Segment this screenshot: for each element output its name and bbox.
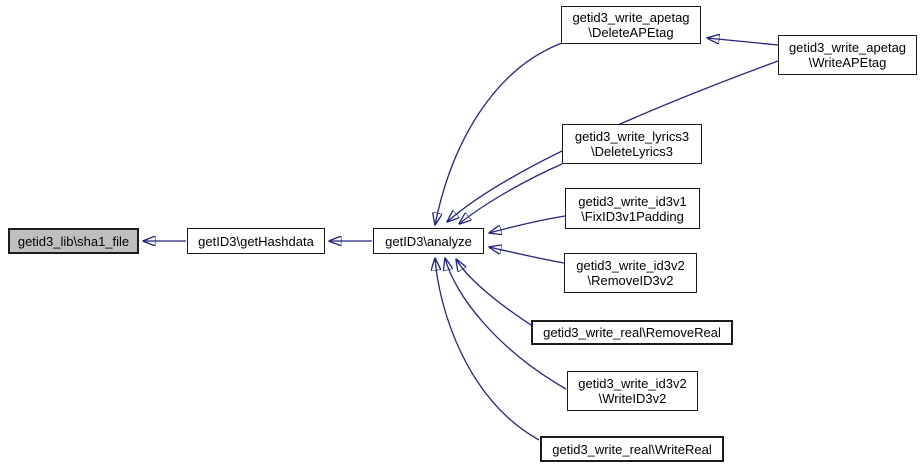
node-getid3-gethashdata[interactable]: getID3\getHashdata xyxy=(187,228,325,254)
edge-removereal-to-analyze xyxy=(456,259,532,326)
node-getid3-analyze[interactable]: getID3\analyze xyxy=(373,228,484,254)
node-getid3-write-real-removereal[interactable]: getid3_write_real\RemoveReal xyxy=(531,320,733,345)
node-getid3-write-real-writereal[interactable]: getid3_write_real\WriteReal xyxy=(540,436,724,462)
node-getid3-write-id3v1-fixid3v1padding[interactable]: getid3_write_id3v1 \FixID3v1Padding xyxy=(565,188,700,229)
node-getid3-write-apetag-deleteapetag[interactable]: getid3_write_apetag \DeleteAPEtag xyxy=(561,6,701,44)
node-getid3-write-apetag-writeapetag[interactable]: getid3_write_apetag \WriteAPEtag xyxy=(778,35,917,75)
node-getid3-write-id3v2-writeid3v2[interactable]: getid3_write_id3v2 \WriteID3v2 xyxy=(567,371,698,411)
edge-removeid3v2-to-analyze xyxy=(489,247,565,264)
node-getid3-write-lyrics3-deletelyrics3[interactable]: getid3_write_lyrics3 \DeleteLyrics3 xyxy=(562,124,702,164)
edge-deletelyrics3-to-analyze xyxy=(459,163,563,224)
edge-writeid3v2-to-analyze xyxy=(445,258,567,390)
edge-fixid3v1padding-to-analyze xyxy=(489,215,566,233)
edge-writeapetag-to-deleteapetag xyxy=(707,38,779,46)
node-getid3-write-id3v2-removeid3v2[interactable]: getid3_write_id3v2 \RemoveID3v2 xyxy=(564,253,697,293)
node-getid3-lib-sha1-file: getid3_lib\sha1_file xyxy=(8,228,139,254)
edge-deleteapetag-to-analyze xyxy=(435,42,563,225)
edge-writereal-to-analyze xyxy=(435,258,540,441)
